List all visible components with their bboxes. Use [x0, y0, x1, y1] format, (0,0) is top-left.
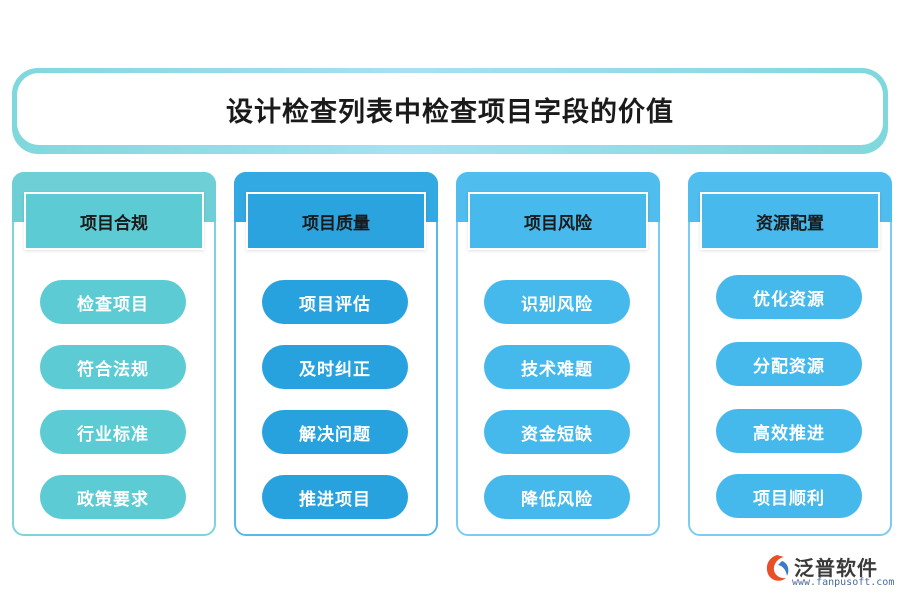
item-pill: 降低风险	[484, 475, 630, 519]
column-risk: 项目风险 识别风险 技术难题 资金短缺 降低风险	[456, 172, 660, 536]
column-compliance: 项目合规 检查项目 符合法规 行业标准 政策要求	[12, 172, 216, 536]
column-header: 资源配置	[700, 192, 880, 250]
title-inner: 设计检查列表中检查项目字段的价值	[17, 73, 883, 145]
item-pill: 分配资源	[716, 342, 862, 386]
item-pill: 及时纠正	[262, 345, 408, 389]
item-pill: 解决问题	[262, 410, 408, 454]
item-pill: 政策要求	[40, 475, 186, 519]
logo-url: www.fanpusoft.com	[792, 577, 895, 588]
column-quality: 项目质量 项目评估 及时纠正 解决问题 推进项目	[234, 172, 438, 536]
brand-logo: 泛普软件 www.fanpusoft.com	[762, 552, 894, 592]
item-pill: 识别风险	[484, 280, 630, 324]
item-pill: 优化资源	[716, 275, 862, 319]
title-frame: 设计检查列表中检查项目字段的价值	[12, 68, 888, 154]
item-pill: 技术难题	[484, 345, 630, 389]
item-pill: 检查项目	[40, 280, 186, 324]
column-resources: 资源配置 优化资源 分配资源 高效推进 项目顺利	[688, 172, 892, 536]
logo-name: 泛普软件	[794, 556, 878, 580]
column-header: 项目质量	[246, 192, 426, 250]
item-pill: 资金短缺	[484, 410, 630, 454]
item-pill: 高效推进	[716, 409, 862, 453]
logo-icon	[766, 555, 789, 581]
column-header: 项目风险	[468, 192, 648, 250]
item-pill: 项目评估	[262, 280, 408, 324]
page-title: 设计检查列表中检查项目字段的价值	[226, 96, 674, 128]
item-pill: 符合法规	[40, 345, 186, 389]
item-pill: 推进项目	[262, 475, 408, 519]
item-pill: 项目顺利	[716, 474, 862, 518]
column-header: 项目合规	[24, 192, 204, 250]
item-pill: 行业标准	[40, 410, 186, 454]
